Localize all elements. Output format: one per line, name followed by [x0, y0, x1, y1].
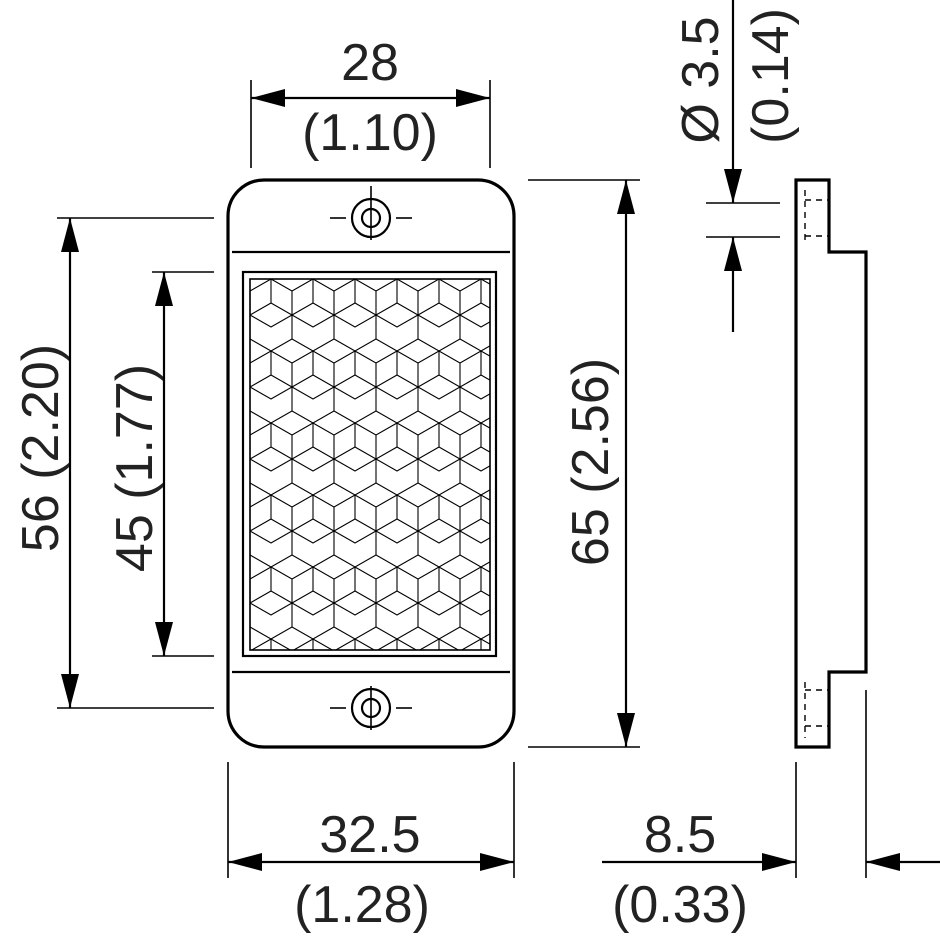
dim-56-label: 56 (2.20)	[12, 344, 70, 552]
dimension-width-32-5: 32.5 (1.28)	[227, 762, 515, 934]
dim-45-inch: (1.77)	[106, 364, 164, 500]
dim-hole-mm: Ø 3.5	[672, 16, 730, 143]
dim-65-label: 65 (2.56)	[562, 358, 620, 566]
dim-45-mm: 45	[106, 514, 164, 572]
reflective-area-pattern	[250, 279, 490, 650]
dimension-height-45: 45 (1.77)	[106, 271, 214, 657]
dim-65-mm: 65	[562, 508, 620, 566]
top-mounting-hole	[330, 186, 412, 240]
dim-56-inch: (2.20)	[12, 344, 70, 480]
dim-65-inch: (2.56)	[562, 358, 620, 494]
dimension-height-65: 65 (2.56)	[528, 179, 640, 748]
dim-45-label: 45 (1.77)	[106, 364, 164, 572]
dim-8-5-mm: 8.5	[644, 806, 716, 864]
dim-56-mm: 56	[12, 494, 70, 552]
bottom-mounting-hole	[330, 686, 412, 730]
dimension-width-28: 28 (1.10)	[250, 34, 491, 168]
reflective-area-frame	[241, 270, 498, 658]
dim-32-5-inch: (1.28)	[294, 876, 430, 934]
reflector-side-view	[794, 178, 868, 749]
dim-32-5-mm: 32.5	[319, 806, 420, 864]
dimension-thickness: 8.5 (0.33)	[602, 690, 940, 934]
dim-hole-inch: (0.14)	[742, 8, 800, 144]
dimension-hole-diameter: Ø 3.5 (0.14)	[672, 0, 800, 332]
dimension-height-56: 56 (2.20)	[12, 217, 214, 709]
side-profile	[794, 178, 868, 749]
dim-28-mm: 28	[341, 34, 399, 92]
reflector-front-view	[226, 178, 516, 749]
dim-28-inch: (1.10)	[302, 104, 438, 162]
dim-8-5-inch: (0.33)	[612, 876, 748, 934]
